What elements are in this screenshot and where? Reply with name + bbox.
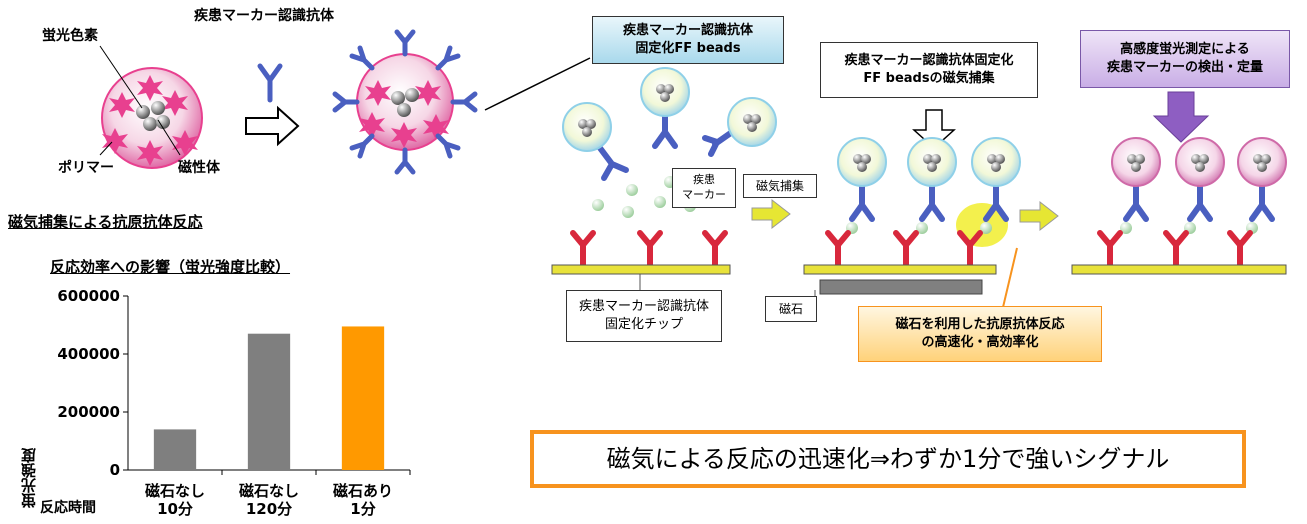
detect-title-box: 高感度蛍光測定による 疾患マーカーの検出・定量 — [1080, 30, 1290, 88]
y-tick-label: 200000 — [57, 403, 120, 421]
category-label-line2: 10分 — [157, 500, 193, 518]
category-label-line2: 120分 — [245, 500, 293, 518]
y-tick-label: 400000 — [57, 345, 120, 363]
label-antibody: 疾患マーカー認識抗体 — [194, 8, 334, 24]
y-tick-label: 0 — [109, 461, 120, 479]
category-label-line1: 磁石なし — [238, 482, 299, 500]
marker-label: 疾患 マーカー — [672, 168, 736, 208]
beads-title-box: 疾患マーカー認識抗体 固定化FF beads — [592, 16, 784, 64]
zoom-line — [484, 57, 591, 111]
label-fluorescent-dye: 蛍光色素 — [42, 28, 98, 44]
magnetic-capture-label: 磁気捕集 — [743, 174, 817, 198]
stage2-captured — [803, 109, 1021, 321]
bar-chart — [123, 295, 411, 475]
combine-arrow — [245, 105, 300, 147]
label-polymer: ポリマー — [58, 160, 114, 176]
magnet-label: 磁石 — [765, 296, 817, 322]
arrow-capture — [751, 198, 791, 230]
y-tick-label: 600000 — [57, 287, 120, 305]
label-magnetic-core: 磁性体 — [178, 160, 220, 176]
free-antibody — [257, 63, 283, 103]
bar — [341, 326, 385, 470]
chip-label: 疾患マーカー認識抗体 固定化チップ — [566, 290, 722, 342]
y-axis-label: 蛍光強度 — [20, 448, 38, 508]
chart-heading-2: 反応効率への影響（蛍光強度比較） — [50, 258, 291, 276]
polymer-particle — [101, 67, 203, 169]
category-label-line2: 1分 — [350, 500, 376, 518]
particle-leader-lines — [99, 45, 181, 156]
chart-heading-1: 磁気捕集による抗原抗体反応 — [8, 213, 203, 231]
arrow-detect — [1019, 200, 1059, 232]
capture-title-box: 疾患マーカー認識抗体固定化 FF beadsの磁気捕集 — [820, 42, 1038, 98]
dye-stars — [102, 75, 198, 166]
category-label-line1: 磁石あり — [332, 482, 393, 500]
stage3-detection — [1071, 91, 1287, 275]
bar — [153, 429, 197, 470]
coated-particle — [332, 29, 478, 175]
x-axis-label: 反応時間 — [40, 500, 96, 516]
category-label-line1: 磁石なし — [144, 482, 205, 500]
summary-banner: 磁気による反応の迅速化⇒わずか1分で強いシグナル — [530, 430, 1246, 488]
bar — [247, 333, 291, 470]
acceleration-label: 磁石を利用した抗原抗体反応 の高速化・高効率化 — [858, 306, 1102, 362]
